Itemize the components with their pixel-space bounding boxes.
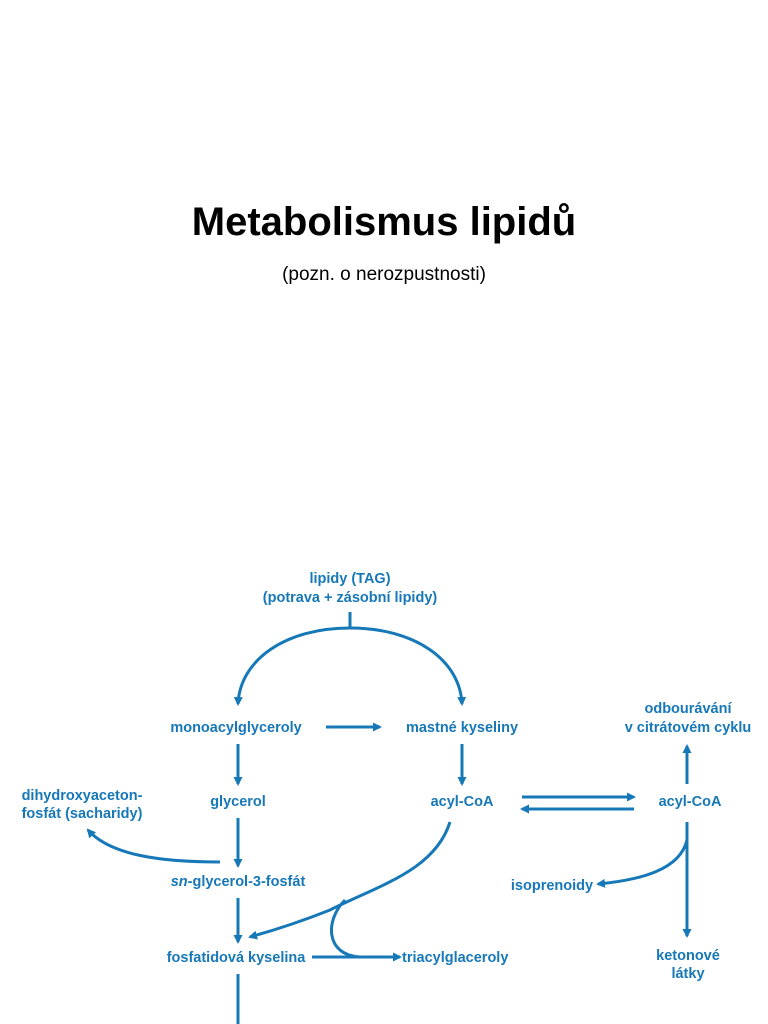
label-acylcoa-left: acyl-CoA xyxy=(431,794,494,810)
label-dhap-1: dihydroxyaceton- xyxy=(22,788,143,804)
slide-title: Metabolismus lipidů xyxy=(191,200,577,244)
arrow-acylcoa-to-fosfatidova xyxy=(248,821,452,940)
label-monoacylglyceroly: monoacylglyceroly xyxy=(170,720,301,736)
label-ketonove-2: látky xyxy=(671,966,704,982)
label-acylcoa-right: acyl-CoA xyxy=(659,794,722,810)
arrow-to-mastne-kyseliny xyxy=(349,626,467,706)
arrow-to-isoprenoidy xyxy=(596,839,689,888)
arrow-acylcoa-to-triacylglaceroly xyxy=(330,898,402,962)
label-glycerol: glycerol xyxy=(210,794,266,810)
arrow-to-dhap xyxy=(86,828,221,864)
label-ketonove-1: ketonové xyxy=(656,948,720,964)
label-lipidy-1: lipidy (TAG) xyxy=(309,571,390,587)
label-isoprenoidy: isoprenoidy xyxy=(511,878,593,894)
arrow-to-monoacylglyceroly xyxy=(233,626,351,706)
label-lipidy-2: (potrava + zásobní lipidy) xyxy=(263,590,438,606)
label-mastne-kyseliny: mastné kyseliny xyxy=(406,720,518,736)
label-fosfatidova-kyselina: fosfatidová kyselina xyxy=(167,950,307,966)
label-odbourávání-1: odbourávání xyxy=(644,701,732,717)
label-triacylglaceroly: triacylglaceroly xyxy=(402,950,508,966)
label-odbourávání-2: v citrátovém cyklu xyxy=(625,720,752,736)
label-dhap-2: fosfát (sacharidy) xyxy=(22,806,143,822)
label-g3p: sn-glycerol-3-fosfát xyxy=(171,874,306,890)
slide-subtitle: (pozn. o nerozpustnosti) xyxy=(282,264,486,285)
